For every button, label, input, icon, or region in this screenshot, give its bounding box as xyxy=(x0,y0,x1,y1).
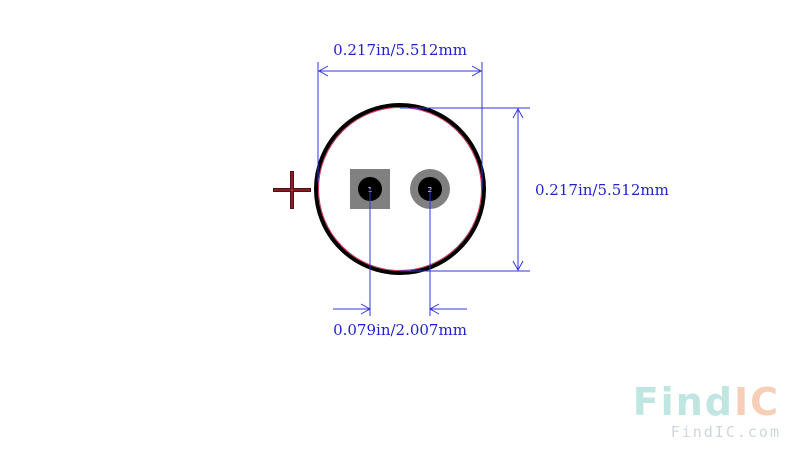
polarity-mark xyxy=(273,171,311,209)
pitch-dimension xyxy=(333,189,467,316)
height-dimension xyxy=(400,107,530,272)
height-dimension-label: 0.217in/5.512mm xyxy=(535,181,669,199)
width-dimension-label: 0.217in/5.512mm xyxy=(333,41,467,59)
findic-watermark: FindIC FindIC.com xyxy=(633,380,781,441)
watermark-logo: FindIC xyxy=(633,380,780,424)
width-dimension xyxy=(317,62,483,190)
courtyard-outline xyxy=(318,107,482,271)
watermark-url: FindIC.com xyxy=(671,423,781,441)
pitch-dimension-label: 0.079in/2.007mm xyxy=(333,321,467,339)
body-outline xyxy=(314,103,486,275)
